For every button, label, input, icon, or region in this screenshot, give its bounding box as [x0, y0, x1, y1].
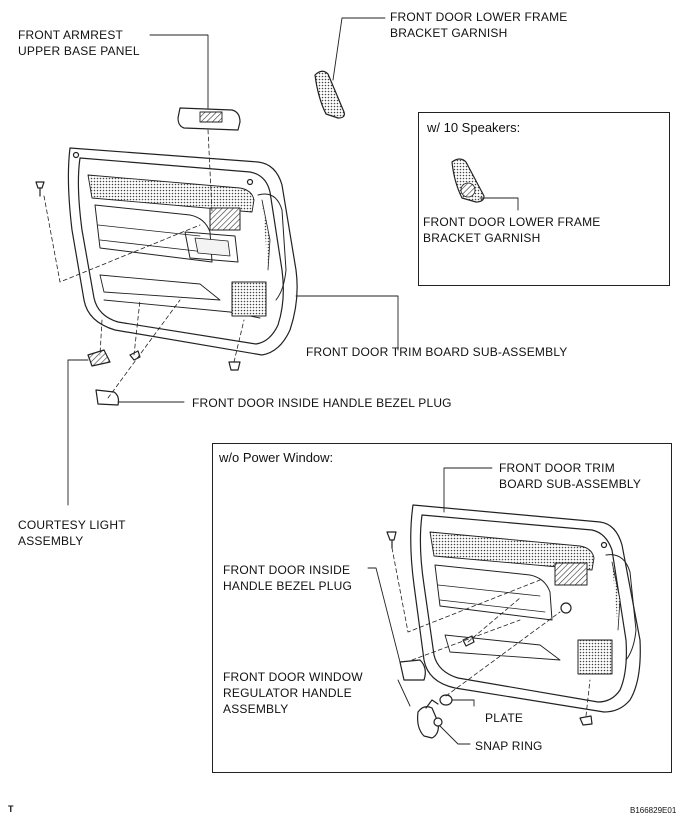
speakers-variant-box: w/ 10 Speakers: FRONT DOOR LOWER FRAME B… — [418, 112, 670, 286]
label-plate: PLATE — [485, 711, 524, 725]
speakers-garnish-illustration — [451, 158, 519, 211]
label-snap-ring: SNAP RING — [475, 739, 543, 753]
figure-code: B166829E01 — [630, 806, 677, 815]
label-bezel-plug-manual: FRONT DOOR INSIDE HANDLE BEZEL PLUG — [223, 563, 352, 593]
label-regulator-handle: FRONT DOOR WINDOW REGULATOR HANDLE ASSEM… — [223, 670, 363, 716]
bezel-plug-main-illustration — [95, 389, 120, 406]
lower-frame-garnish-illustration — [314, 70, 345, 119]
corner-mark: T — [8, 804, 14, 814]
label-courtesy-light: COURTESY LIGHT ASSEMBLY — [18, 518, 126, 548]
courtesy-light-illustration — [87, 349, 111, 367]
power-window-box-title: w/o Power Window: — [219, 450, 334, 465]
screw-icons-main — [35, 181, 241, 371]
trim-board-main-illustration — [67, 147, 298, 356]
manual-parts-illustration — [386, 531, 593, 739]
label-trim-board: FRONT DOOR TRIM BOARD SUB-ASSEMBLY — [306, 345, 568, 359]
label-handle-bezel-plug: FRONT DOOR INSIDE HANDLE BEZEL PLUG — [192, 396, 452, 410]
label-armrest-upper-base-panel: FRONT ARMREST UPPER BASE PANEL — [18, 28, 140, 58]
armrest-upper-base-panel-illustration — [177, 107, 241, 131]
label-trim-board-manual: FRONT DOOR TRIM BOARD SUB-ASSEMBLY — [499, 461, 642, 491]
label-lower-frame-garnish: FRONT DOOR LOWER FRAME BRACKET GARNISH — [390, 10, 568, 40]
trim-board-manual-illustration — [410, 504, 641, 713]
speakers-box-title: w/ 10 Speakers: — [427, 120, 521, 135]
label-speakers-garnish: FRONT DOOR LOWER FRAME BRACKET GARNISH — [423, 215, 601, 245]
power-window-variant-box: w/o Power Window: FRONT DOOR TRIM BOARD … — [212, 443, 672, 773]
